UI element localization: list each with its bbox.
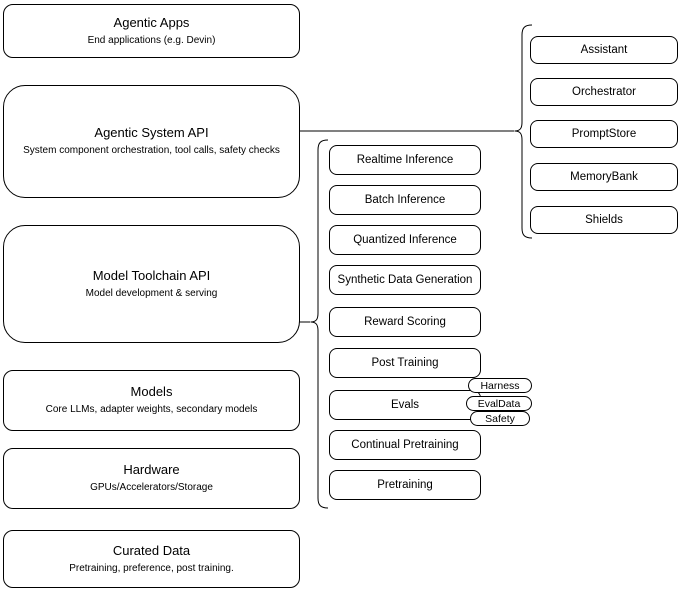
node-title: Curated Data xyxy=(112,542,191,558)
components-brace xyxy=(514,24,533,239)
node-orchestrator: Orchestrator xyxy=(530,78,678,106)
node-memorybank: MemoryBank xyxy=(530,163,678,191)
node-subtitle: Pretraining, preference, post training. xyxy=(69,562,234,574)
node-title: Models xyxy=(130,384,173,400)
node-subtitle: GPUs/Accelerators/Storage xyxy=(90,482,213,494)
node-agentic-system-api: Agentic System API System component orch… xyxy=(3,85,300,198)
node-subtitle: Model development & serving xyxy=(85,287,218,299)
tag-safety: Safety xyxy=(470,411,530,426)
node-hardware: Hardware GPUs/Accelerators/Storage xyxy=(3,448,300,509)
node-model-toolchain-api: Model Toolchain API Model development & … xyxy=(3,225,300,343)
tag-evaldata: EvalData xyxy=(466,396,532,411)
node-curated-data: Curated Data Pretraining, preference, po… xyxy=(3,530,300,588)
node-models: Models Core LLMs, adapter weights, secon… xyxy=(3,370,300,431)
node-post-training: Post Training xyxy=(329,348,481,378)
node-batch-inference: Batch Inference xyxy=(329,185,481,215)
node-realtime-inference: Realtime Inference xyxy=(329,145,481,175)
node-title: Model Toolchain API xyxy=(92,267,211,283)
toolchain-brace xyxy=(310,139,329,509)
node-assistant: Assistant xyxy=(530,36,678,64)
node-evals: Evals xyxy=(329,390,481,420)
node-title: Agentic Apps xyxy=(113,14,190,30)
node-reward-scoring: Reward Scoring xyxy=(329,307,481,337)
node-quantized-inference: Quantized Inference xyxy=(329,225,481,255)
node-promptstore: PromptStore xyxy=(530,120,678,148)
node-title: Hardware xyxy=(123,462,180,478)
tag-harness: Harness xyxy=(468,378,532,393)
node-pretraining: Pretraining xyxy=(329,470,481,500)
node-subtitle: System component orchestration, tool cal… xyxy=(23,145,280,157)
node-subtitle: Core LLMs, adapter weights, secondary mo… xyxy=(45,404,258,416)
node-title: Agentic System API xyxy=(94,125,209,141)
node-continual-pretraining: Continual Pretraining xyxy=(329,430,481,460)
node-synthetic-data-generation: Synthetic Data Generation xyxy=(329,265,481,295)
node-shields: Shields xyxy=(530,206,678,234)
node-agentic-apps: Agentic Apps End applications (e.g. Devi… xyxy=(3,4,300,58)
node-subtitle: End applications (e.g. Devin) xyxy=(87,34,216,46)
